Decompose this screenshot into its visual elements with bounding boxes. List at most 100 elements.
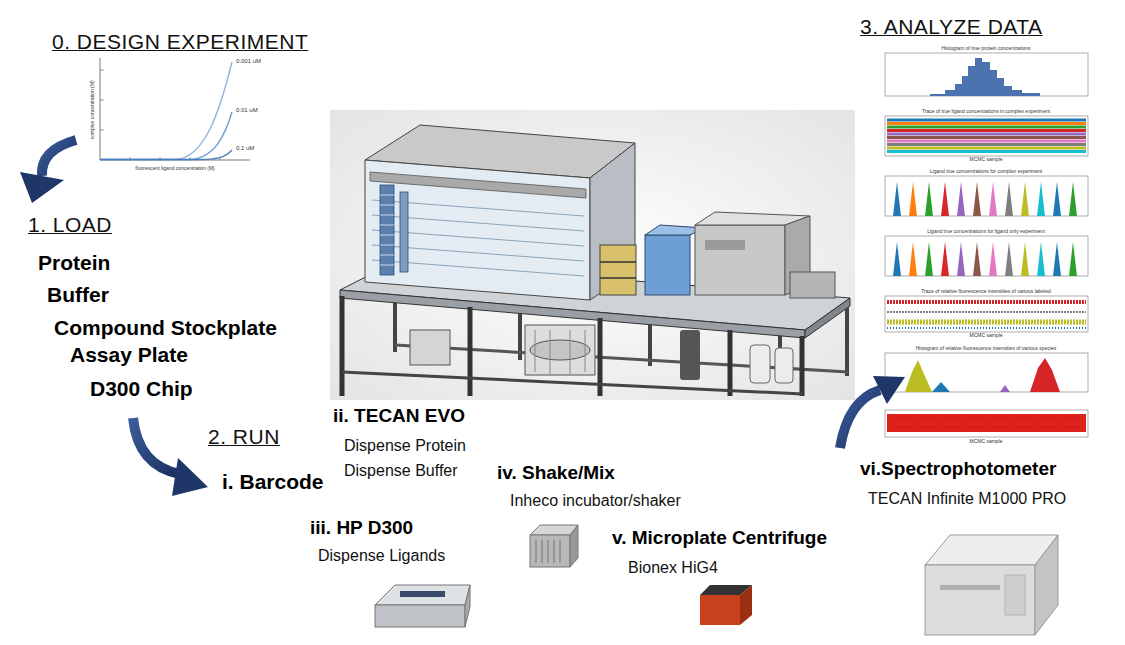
plot-title: Trace of true ligand concentrations in c…: [922, 109, 1050, 115]
analysis-plot: [989, 182, 997, 216]
plot-title: Histogram of relative fluorescence inten…: [916, 346, 1057, 352]
design-chart: [100, 62, 232, 160]
analysis-plot: [887, 418, 1086, 427]
robot-illustration: [535, 330, 585, 374]
spectrophotometer-picture: [925, 565, 1035, 635]
centrifuge-picture: [700, 595, 740, 625]
robot-illustration: [380, 195, 394, 265]
step-detail: Inheco incubator/shaker: [510, 492, 681, 510]
step-label: ii. TECAN EVO: [333, 405, 465, 427]
analysis-plot: [887, 327, 1086, 329]
analysis-plot: [989, 242, 997, 276]
axis-label: fluorescent ligand concentration (M): [135, 166, 215, 172]
robot-illustration: [365, 160, 590, 300]
analysis-plot: [1005, 182, 1013, 216]
d300-picture: [465, 585, 470, 627]
step-detail: Bionex HiG4: [628, 559, 718, 577]
plot-title: Ligand true concentrations for ligand on…: [927, 229, 1045, 235]
analysis-plot: [925, 182, 933, 216]
centrifuge-picture: [700, 585, 752, 625]
robot-illustration: [645, 235, 690, 295]
robot-illustration: [380, 185, 394, 275]
analysis-plot: [885, 296, 1088, 332]
analysis-plot: [887, 136, 1086, 139]
analysis-plot: [887, 311, 1086, 313]
incubator-picture: [536, 540, 560, 563]
analysis-plot: [887, 150, 1086, 153]
d300-picture: [375, 585, 470, 605]
section-heading: 1. LOAD: [28, 213, 112, 237]
curve-label: 0.01 uM: [236, 107, 258, 114]
section-heading: 3. ANALYZE DATA: [860, 15, 1043, 39]
analysis-plot: [909, 242, 917, 276]
robot-illustration: [750, 345, 770, 383]
analysis-plot: [887, 320, 1086, 325]
curve-label: 0.1 uM: [236, 145, 254, 152]
analysis-plot: [1069, 242, 1077, 276]
step-label: v. Microplate Centrifuge: [612, 527, 827, 549]
flow-arrow: [172, 458, 208, 496]
step-detail: Dispense Protein: [344, 437, 466, 455]
analysis-plot: [885, 176, 1088, 216]
incubator-picture: [570, 525, 578, 567]
step-detail: Dispense Buffer: [344, 462, 458, 480]
flow-arrow: [133, 418, 208, 496]
analysis-plot: [1030, 358, 1060, 392]
axis-label: MCMC sample: [969, 157, 1002, 163]
analysis-plot: [973, 242, 981, 276]
analysis-plot: [1021, 182, 1029, 216]
analysis-plot: [887, 126, 1086, 129]
analysis-plot: [887, 147, 1086, 150]
analysis-plot: [885, 53, 1088, 96]
design-chart: [100, 58, 250, 160]
analysis-plot: [885, 353, 1088, 392]
flow-arrow: [133, 418, 180, 474]
analysis-plot: [932, 382, 950, 392]
analysis-plot: [887, 119, 1086, 122]
analysis-plot: [1021, 242, 1029, 276]
analysis-plot: [887, 300, 1086, 304]
plot-title: Histogram of true protein concentrations: [942, 46, 1031, 52]
spectrophotometer-picture: [925, 535, 1058, 635]
analysis-plot: [925, 242, 933, 276]
axis-label: MCMC sample: [969, 333, 1002, 339]
robot-illustration: [805, 298, 850, 338]
robot-illustration: [400, 192, 408, 272]
flow-arrow: [42, 140, 76, 176]
robot-illustration: [342, 296, 802, 396]
step-label: vi.Spectrophotometer: [860, 458, 1056, 480]
section-heading: 0. DESIGN EXPERIMENT: [52, 30, 308, 54]
robot-illustration: [790, 272, 835, 298]
flow-arrow: [20, 172, 64, 203]
d300-picture: [375, 605, 465, 627]
analysis-plot: [885, 53, 1088, 96]
design-chart: [100, 112, 232, 160]
analysis-plot: [905, 360, 932, 392]
load-item: D300 Chip: [90, 377, 193, 401]
robot-illustration: [530, 340, 590, 360]
analysis-plot: [885, 236, 1088, 276]
analysis-plot: [1053, 182, 1061, 216]
flow-arrow: [20, 140, 76, 203]
robot-illustration: [680, 330, 700, 380]
design-chart: [100, 58, 250, 160]
analysis-plot: [887, 143, 1086, 146]
robot-illustration: [525, 325, 595, 375]
analysis-plot: [885, 410, 1088, 437]
analysis-plot: [1005, 242, 1013, 276]
spectrophotometer-picture: [1035, 535, 1058, 635]
step-label: iii. HP D300: [310, 517, 413, 539]
plot-title: Trace of relative fluorescence intensiti…: [921, 289, 1051, 295]
analysis-plot: [973, 182, 981, 216]
analysis-plot: [885, 410, 1088, 437]
analysis-plot: [900, 58, 1040, 96]
robot-illustration: [695, 225, 785, 295]
d300-picture: [400, 591, 445, 597]
analysis-plot: [885, 176, 1088, 216]
analysis-plot: [941, 242, 949, 276]
robot-illustration: [600, 262, 636, 278]
load-item: Protein: [38, 251, 110, 275]
load-item: Buffer: [47, 283, 109, 307]
incubator-picture: [530, 535, 570, 567]
